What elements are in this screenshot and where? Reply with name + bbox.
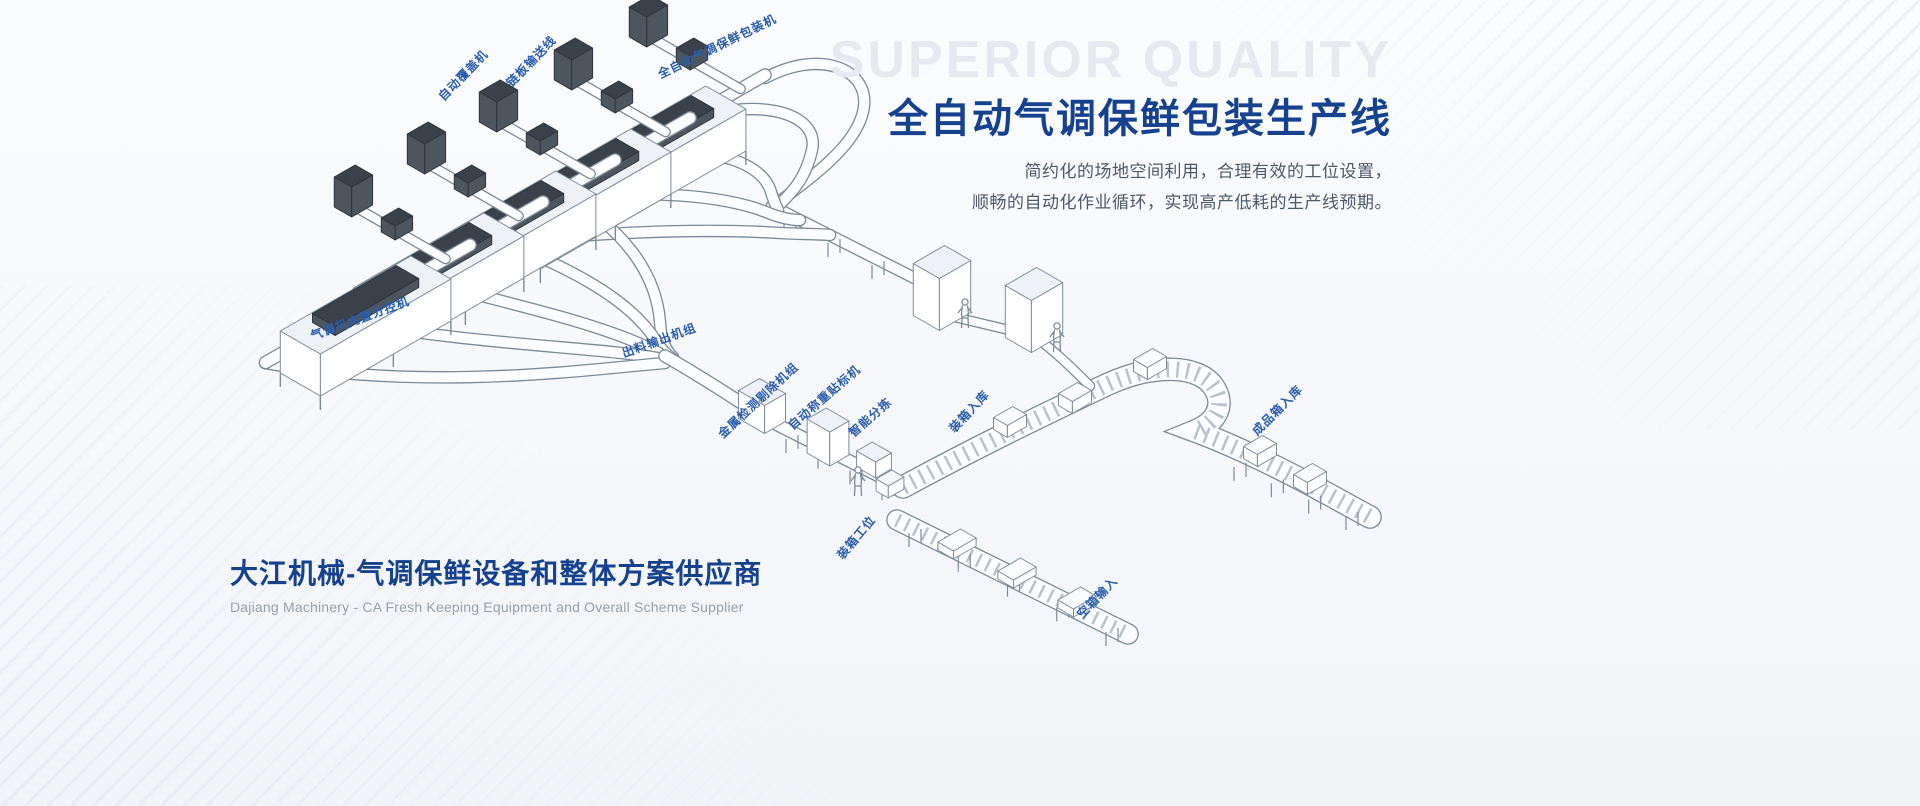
page-title: 全自动气调保鲜包装生产线 (888, 97, 1392, 141)
brand-title: 大江机械-气调保鲜设备和整体方案供应商 (230, 558, 763, 589)
hero-text-block: SUPERIOR QUALITY 全自动气调保鲜包装生产线 简约化的场地空间利用… (830, 34, 1392, 219)
watermark-text: SUPERIOR QUALITY (829, 31, 1392, 89)
brand-block: 大江机械-气调保鲜设备和整体方案供应商 Dajiang Machinery - … (230, 552, 762, 615)
brand-subtitle-en: Dajiang Machinery - CA Fresh Keeping Equ… (230, 599, 744, 615)
hero-subtitle-line1: 简约化的场地空间利用，合理有效的工位设置， (1024, 162, 1392, 181)
hero-subtitle-line2: 顺畅的自动化作业循环，实现高产低耗的生产线预期。 (972, 193, 1392, 213)
